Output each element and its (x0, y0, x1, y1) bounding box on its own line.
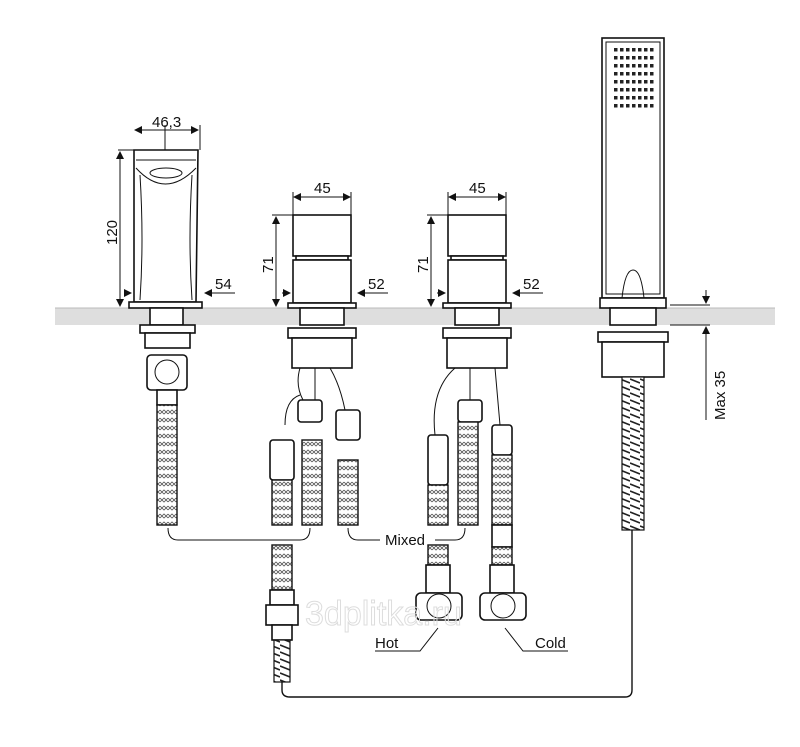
spray-nozzle (644, 96, 648, 100)
spout-base-dimension: 54 (215, 276, 232, 293)
spray-nozzle (632, 96, 636, 100)
spray-nozzle (620, 48, 624, 52)
spray-nozzle (638, 48, 642, 52)
spray-nozzle (650, 88, 654, 92)
spray-nozzle (614, 72, 618, 76)
spray-nozzle (620, 56, 624, 60)
spray-nozzle (644, 64, 648, 68)
spray-nozzle (620, 80, 624, 84)
spray-nozzle (644, 104, 648, 108)
spray-nozzle (650, 96, 654, 100)
spout-bracket (167, 527, 311, 541)
deck-thickness-dimension: Max 35 (712, 371, 729, 420)
spray-nozzle (650, 104, 654, 108)
spray-nozzle (614, 80, 618, 84)
spray-nozzle (614, 48, 618, 52)
spray-nozzle (644, 88, 648, 92)
spout-width-dimension: 46,3 (152, 114, 181, 131)
counter-surface (55, 308, 775, 325)
spray-nozzle (626, 104, 630, 108)
handle-2-base-dimension: 52 (523, 276, 540, 293)
spray-nozzle (614, 64, 618, 68)
spray-nozzle (614, 96, 618, 100)
spray-nozzle (650, 80, 654, 84)
spray-nozzle (650, 56, 654, 60)
spray-nozzle (614, 104, 618, 108)
spray-nozzle (632, 104, 636, 108)
spray-nozzle (638, 56, 642, 60)
spray-nozzle (638, 104, 642, 108)
spray-nozzle (626, 48, 630, 52)
spray-nozzle (650, 72, 654, 76)
handle-valve-2 (415, 214, 527, 621)
handle-valve-1 (269, 214, 361, 526)
spray-nozzle (638, 64, 642, 68)
spray-nozzle (614, 88, 618, 92)
handle-1-base-dimension: 52 (368, 276, 385, 293)
handle-1-width-dimension: 45 (314, 180, 331, 197)
spray-nozzle (632, 80, 636, 84)
shower-connection-hose (265, 530, 633, 698)
mixed-bracket (347, 527, 466, 541)
watermark: 3dplitka.ru (305, 595, 462, 633)
spray-nozzle (638, 88, 642, 92)
spray-nozzle (650, 48, 654, 52)
spray-nozzle (620, 104, 624, 108)
spray-nozzle (632, 56, 636, 60)
spray-nozzle (626, 56, 630, 60)
hot-label: Hot (375, 635, 399, 652)
spray-nozzle (638, 96, 642, 100)
spray-nozzle (638, 72, 642, 76)
spray-nozzle (644, 48, 648, 52)
cold-label: Cold (535, 635, 566, 652)
spray-nozzle (632, 72, 636, 76)
spray-nozzle (620, 64, 624, 68)
spray-nozzle (626, 88, 630, 92)
spray-nozzle (632, 48, 636, 52)
spray-nozzle (644, 56, 648, 60)
spray-nozzle (632, 64, 636, 68)
handle-1-height-dimension: 71 (260, 256, 277, 273)
spray-nozzle (644, 80, 648, 84)
spray-nozzle (626, 96, 630, 100)
spray-nozzle (626, 64, 630, 68)
hand-shower (597, 37, 669, 531)
handle-2-height-dimension: 71 (415, 256, 432, 273)
spray-nozzle (620, 88, 624, 92)
spray-nozzle (620, 72, 624, 76)
spout-height-dimension: 120 (104, 220, 121, 245)
spray-nozzle (614, 56, 618, 60)
spray-nozzle (620, 96, 624, 100)
spray-nozzle (638, 80, 642, 84)
spray-nozzle (626, 80, 630, 84)
spray-nozzle (626, 72, 630, 76)
handle-2-width-dimension: 45 (469, 180, 486, 197)
spray-nozzle (650, 64, 654, 68)
spray-nozzle (644, 72, 648, 76)
mixed-label: Mixed (385, 532, 425, 549)
spray-nozzle (632, 88, 636, 92)
spout (128, 149, 203, 526)
